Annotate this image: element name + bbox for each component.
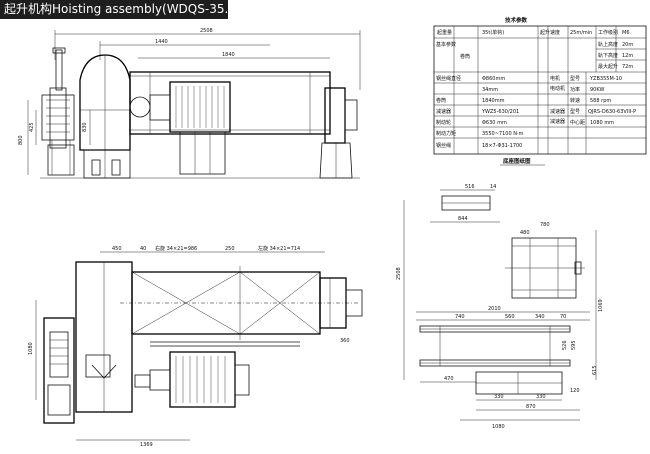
base-dim-516: 516 xyxy=(465,184,475,190)
base-dim-1069: 1069 xyxy=(598,299,604,312)
group-drum: 卷筒 xyxy=(460,53,470,60)
cell-r5-c3: 功率 xyxy=(570,86,580,93)
base-drawing: 516 14 844 780 480 2508 1069 2010 740 56… xyxy=(396,184,604,430)
dim-1440: 1440 xyxy=(155,39,168,45)
dim-1840: 1840 xyxy=(222,52,235,58)
cell-r4-c3: 型号 xyxy=(570,75,580,82)
dim-1080: 1080 xyxy=(28,342,34,355)
cell-r0-c5: M6 xyxy=(622,30,630,36)
base-caption: 底座图纸图 xyxy=(502,157,531,165)
dim-height-830: 830 xyxy=(82,122,88,132)
dim-rope-left: 左旋 34×21=714 xyxy=(258,245,300,252)
base-dim-470: 470 xyxy=(444,376,454,382)
dim-450: 450 xyxy=(112,246,122,252)
cell-r0-c4: 工作级别 xyxy=(598,29,618,36)
base-dim-844: 844 xyxy=(458,216,468,222)
reducer-label: 减速器 xyxy=(550,108,565,115)
motor-label: 电机 xyxy=(550,75,560,82)
dim-height-425: 425 xyxy=(29,122,35,132)
base-dim-120: 120 xyxy=(570,388,580,394)
group-reducer: 减速器 xyxy=(550,118,565,125)
spec-table: 技术参数 起重量 35t(单钩) 起升速度 25m/min 工作级别 M6 轨上… xyxy=(433,16,647,155)
base-dim-340: 340 xyxy=(535,314,545,320)
dim-1369: 1369 xyxy=(140,442,153,448)
base-dim-330a: 330 xyxy=(494,394,504,400)
dim-360: 360 xyxy=(340,338,350,344)
side-view: 2508 1440 1840 800 425 830 xyxy=(18,28,361,179)
cell-r7-c1: YWZ5-630/201 xyxy=(481,109,519,115)
group-basic-params: 基本参数 xyxy=(436,41,456,48)
cell-r0-c2: 起升速度 xyxy=(540,29,560,36)
cell-r5-c4: 90KW xyxy=(590,87,604,93)
cell-r9-c1: 3550~7100 N·m xyxy=(482,131,524,137)
dim-40: 40 xyxy=(140,246,146,252)
base-dim-2508: 2508 xyxy=(396,267,402,280)
cell-r0-c3: 25m/min xyxy=(570,30,592,36)
cell-r4-c1: Φ860mm xyxy=(482,76,505,82)
base-dim-560: 560 xyxy=(505,314,515,320)
cell-r6-c0: 卷筒 xyxy=(436,97,446,104)
dim-250: 250 xyxy=(225,246,235,252)
cell-r1-c4: 轨上高度 xyxy=(598,41,618,48)
cell-r0-c0: 起重量 xyxy=(437,29,452,36)
dim-overall-length: 2508 xyxy=(200,28,213,34)
cell-r0-c1: 35t(单钩) xyxy=(482,29,504,36)
right-bearing xyxy=(319,87,358,179)
cell-r1-c5: 20m xyxy=(622,42,633,48)
dim-rope-right: 右旋 34×21=986 xyxy=(155,245,197,252)
cell-r4-c4: YZB355M-10 xyxy=(589,76,622,82)
cell-r2-c4: 轨下高度 xyxy=(598,52,618,59)
plan-right-bearing xyxy=(319,277,363,329)
group-motor: 电动机 xyxy=(550,85,565,92)
drawing-title-banner: 起升机构Hoisting assembly(WDQS-35.1) xyxy=(0,0,228,19)
brake-unit xyxy=(41,47,75,176)
cell-r4-c0: 钢丝绳直径 xyxy=(436,75,461,82)
cell-r10-c1: 18×7-Φ31-1700 xyxy=(482,143,522,149)
dim-height-800: 800 xyxy=(18,135,24,145)
plan-view: 450 40 右旋 34×21=986 250 左旋 34×21=714 108… xyxy=(28,245,363,448)
cell-r5-c1: 34mm xyxy=(482,87,498,93)
plan-brake xyxy=(43,317,75,424)
base-dim-780: 780 xyxy=(540,222,550,228)
cell-r3-c4: 最大起升 xyxy=(598,63,618,70)
base-dim-1080: 1080 xyxy=(492,424,505,430)
base-dim-480: 480 xyxy=(520,230,530,236)
cell-r6-c1: 1840mm xyxy=(482,98,505,104)
cell-r7-c0: 减速器 xyxy=(436,108,451,115)
reducer-housing xyxy=(79,54,131,179)
cell-r7-c3: 型号 xyxy=(570,108,580,115)
cell-r2-c5: 12m xyxy=(622,53,633,59)
base-dim-330b: 330 xyxy=(536,394,546,400)
cell-r8-c4: 1080 mm xyxy=(590,120,614,126)
cell-r3-c5: 72m xyxy=(622,64,633,70)
cell-r8-c0: 制动轮 xyxy=(436,119,451,126)
base-dim-70: 70 xyxy=(560,314,566,320)
base-dim-615: 615 xyxy=(592,365,598,375)
motor xyxy=(129,81,231,175)
base-dim-740: 740 xyxy=(455,314,465,320)
base-dim-14: 14 xyxy=(490,184,496,190)
plan-drum xyxy=(120,266,360,340)
base-dim-526: 526 xyxy=(562,340,568,350)
base-dim-595: 595 xyxy=(571,340,577,350)
cell-r10-c0: 钢丝绳 xyxy=(436,142,451,149)
spec-table-caption: 技术参数 xyxy=(505,16,528,24)
cell-r8-c3: 中心距 xyxy=(570,119,585,126)
cell-r7-c4: QJRS-D630-63VIII-P xyxy=(588,109,636,115)
base-dim-2010: 2010 xyxy=(488,306,501,312)
cell-r6-c4: 588 rpm xyxy=(590,98,611,104)
cell-r9-c0: 制动力矩 xyxy=(436,130,456,137)
cell-r6-c3: 转速 xyxy=(570,97,580,104)
plan-motor xyxy=(134,351,250,408)
cell-r8-c1: Φ630 mm xyxy=(482,120,507,126)
base-dim-870: 870 xyxy=(526,404,536,410)
